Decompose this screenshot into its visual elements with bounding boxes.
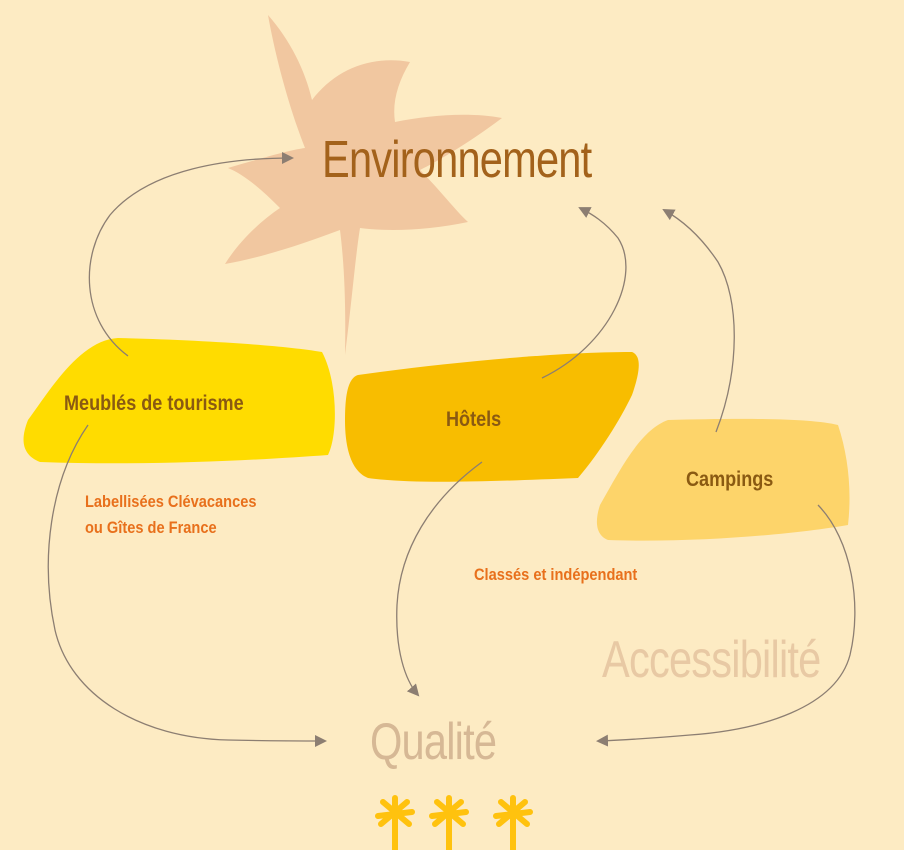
star-icon <box>429 795 469 850</box>
meubles-shape <box>23 338 335 464</box>
hotels-shape <box>345 352 639 482</box>
campings-shape <box>596 418 850 541</box>
arrow-hotels-to-environnement <box>541 207 627 379</box>
arrow-campings-to-qualite <box>596 504 856 747</box>
arrow-meubles-to-qualite <box>47 424 327 747</box>
meubles-note-line-1: Labellisées Clévacances <box>85 492 257 511</box>
maple-leaf-icon <box>225 15 502 355</box>
qualite-title: Qualité <box>370 713 497 771</box>
star-icon <box>493 795 533 850</box>
arrow-meubles-to-environnement <box>88 152 294 357</box>
meubles-label: Meublés de tourisme <box>64 392 244 415</box>
environnement-title: Environnement <box>322 131 592 189</box>
arrow-hotels-to-qualite <box>396 461 483 697</box>
hotels-label: Hôtels <box>446 408 502 431</box>
accessibilite-title: Accessibilité <box>602 631 821 689</box>
arrow-campings-to-environnement <box>662 209 735 433</box>
hotels-note: Classés et indépendant <box>474 565 638 584</box>
campings-label: Campings <box>686 468 774 491</box>
star-icon <box>375 795 415 850</box>
meubles-note-line-2: ou Gîtes de France <box>85 518 217 537</box>
